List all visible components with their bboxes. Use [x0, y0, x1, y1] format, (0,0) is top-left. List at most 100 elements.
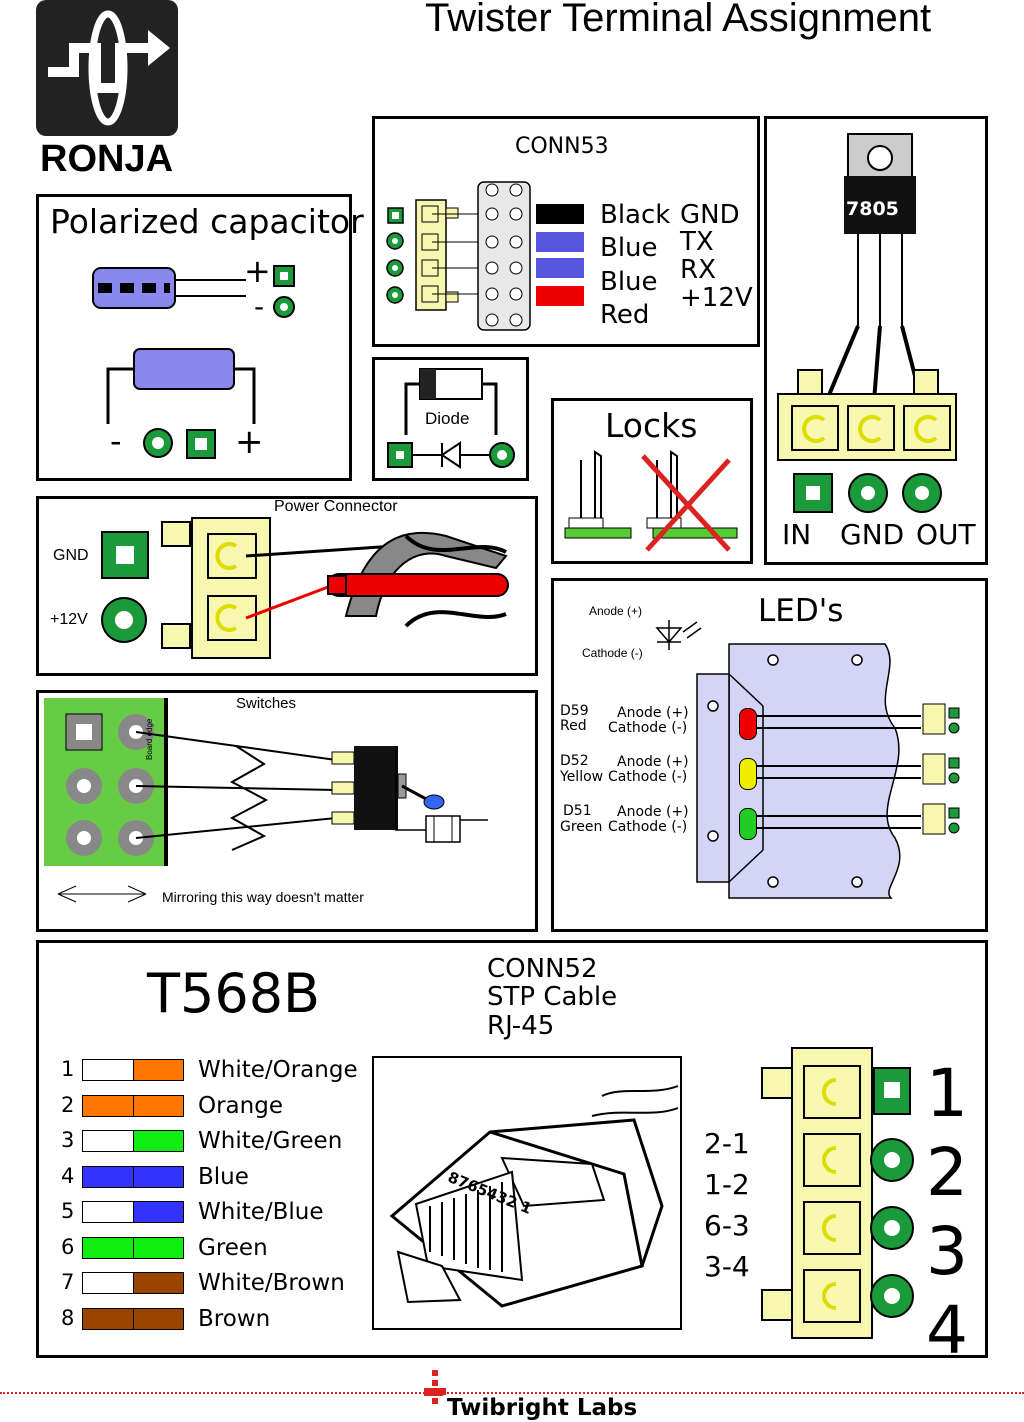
wire-number: 1	[61, 1057, 75, 1081]
wire-color-right	[133, 1166, 183, 1187]
wire-number: 8	[61, 1305, 75, 1330]
conn53-color-1: Black	[600, 200, 671, 230]
rj45-plug-drawing	[389, 1085, 679, 1308]
wire-color-left	[83, 1273, 134, 1293]
led-d51-color: Green	[560, 819, 603, 835]
diode-label: Diode	[425, 409, 470, 428]
wire-name: Green	[198, 1234, 268, 1261]
capacitor-plus-label: +	[244, 252, 271, 290]
t568b-title: T568B	[147, 962, 321, 1025]
conn53-swatch-1	[536, 204, 584, 224]
t568b-conn-line-2: STP Cable	[487, 982, 618, 1012]
leds-legend-anode: Anode (+)	[589, 604, 643, 618]
led-d59-cathode: Cathode (-)	[608, 720, 688, 736]
capacitor-bottom-plus-label: +	[235, 422, 264, 462]
footer-dotted-line	[0, 1392, 1024, 1394]
led-d51-body	[739, 808, 757, 840]
regulator-label-gnd: GND	[840, 518, 905, 551]
regulator-label-in: IN	[782, 518, 812, 551]
regulator-label-out: OUT	[916, 518, 976, 551]
capacitor-drawing	[92, 265, 295, 459]
regulator-chip-label: 7805	[846, 198, 899, 220]
wire-color-right	[133, 1273, 183, 1293]
led-d51-cathode: Cathode (-)	[608, 819, 688, 835]
conn53-signal-2: TX	[680, 227, 714, 257]
capacitor-bottom-minus-label: -	[110, 422, 122, 460]
conn52-connector-drawing	[761, 1047, 914, 1339]
wire-color-left	[83, 1131, 134, 1151]
conn53-color-4: Red	[600, 300, 650, 330]
wire-name: Orange	[198, 1092, 283, 1119]
wire-color-left	[83, 1202, 134, 1222]
conn52-pin-3: 3	[926, 1213, 968, 1290]
wire-color-swatch	[82, 1272, 184, 1294]
led-d52-color: Yellow	[560, 769, 604, 785]
locks-drawing	[564, 450, 738, 552]
power-12v-label: +12V	[50, 611, 88, 628]
conn53-swatch-2	[536, 232, 584, 252]
t568b-conn-line-1: CONN52	[487, 954, 598, 984]
ronja-logo-icon	[48, 10, 170, 126]
locks-title: Locks	[605, 406, 698, 445]
pair-label-4: 3-4	[704, 1250, 750, 1283]
led-d59-anode: Anode (+)	[617, 705, 689, 721]
wire-color-swatch	[82, 1130, 184, 1152]
switches-title: Switches	[236, 695, 297, 712]
wire-name: White/Blue	[198, 1199, 324, 1225]
wire-color-swatch	[82, 1094, 184, 1117]
led-d59-body	[739, 708, 757, 740]
pair-label-3: 6-3	[704, 1209, 750, 1242]
leds-title: LED's	[758, 593, 844, 629]
conn52-pin-1: 1	[926, 1055, 968, 1132]
conn53-color-2: Blue	[600, 233, 658, 263]
wire-color-swatch	[82, 1236, 184, 1259]
wire-number: 2	[61, 1092, 75, 1117]
led-d52-body	[739, 758, 757, 790]
footer-brand: Twibright Labs	[443, 1395, 642, 1421]
led-d52-anode: Anode (+)	[617, 754, 689, 770]
led-d59-color: Red	[560, 718, 587, 734]
wire-color-swatch	[82, 1307, 184, 1330]
conn53-signal-1: GND	[680, 200, 740, 230]
page-title: Twister Terminal Assignment	[425, 0, 932, 40]
wire-number: 3	[61, 1128, 75, 1152]
capacitor-title: Polarized capacitor	[50, 202, 364, 241]
wire-color-left	[83, 1166, 134, 1187]
conn53-swatch-4	[536, 286, 584, 306]
conn52-pin-4: 4	[926, 1292, 968, 1369]
pair-label-2: 1-2	[704, 1168, 750, 1201]
conn53-color-3: Blue	[600, 267, 658, 297]
pair-label-1: 2-1	[704, 1127, 750, 1160]
ronja-logo	[36, 0, 178, 136]
t568b-conn-line-3: RJ-45	[487, 1011, 555, 1041]
conn53-signal-4: +12V	[680, 283, 753, 313]
power-connector-drawing	[101, 517, 509, 659]
wire-color-right	[133, 1060, 183, 1080]
wire-number: 6	[61, 1234, 75, 1259]
led-d52-id: D52	[560, 753, 589, 769]
wire-color-right	[133, 1237, 183, 1258]
led-d52-cathode: Cathode (-)	[608, 769, 688, 785]
leds-drawing	[655, 620, 960, 899]
conn53-title: CONN53	[515, 134, 609, 159]
wire-color-right	[133, 1202, 183, 1222]
wire-number: 5	[61, 1199, 75, 1223]
wire-color-swatch	[82, 1165, 184, 1188]
wire-color-right	[133, 1095, 183, 1116]
wire-name: White/Green	[198, 1128, 343, 1154]
switches-board-edge-label: Board edge	[145, 718, 154, 760]
wire-color-swatch	[82, 1059, 184, 1081]
capacitor-minus-label: -	[254, 290, 265, 323]
diode-drawing	[387, 368, 515, 469]
wire-color-right	[133, 1131, 183, 1151]
twibright-logo-icon	[424, 1370, 446, 1404]
power-connector-title: Power Connector	[274, 498, 398, 515]
wire-name: White/Orange	[198, 1057, 358, 1083]
power-gnd-label: GND	[53, 547, 89, 564]
led-d59-id: D59	[560, 703, 589, 719]
switches-drawing	[44, 698, 488, 903]
conn53-swatch-3	[536, 258, 584, 278]
wire-color-left	[83, 1308, 134, 1329]
led-d51-id: D51	[563, 803, 592, 819]
leds-legend-cathode: Cathode (-)	[582, 646, 643, 660]
